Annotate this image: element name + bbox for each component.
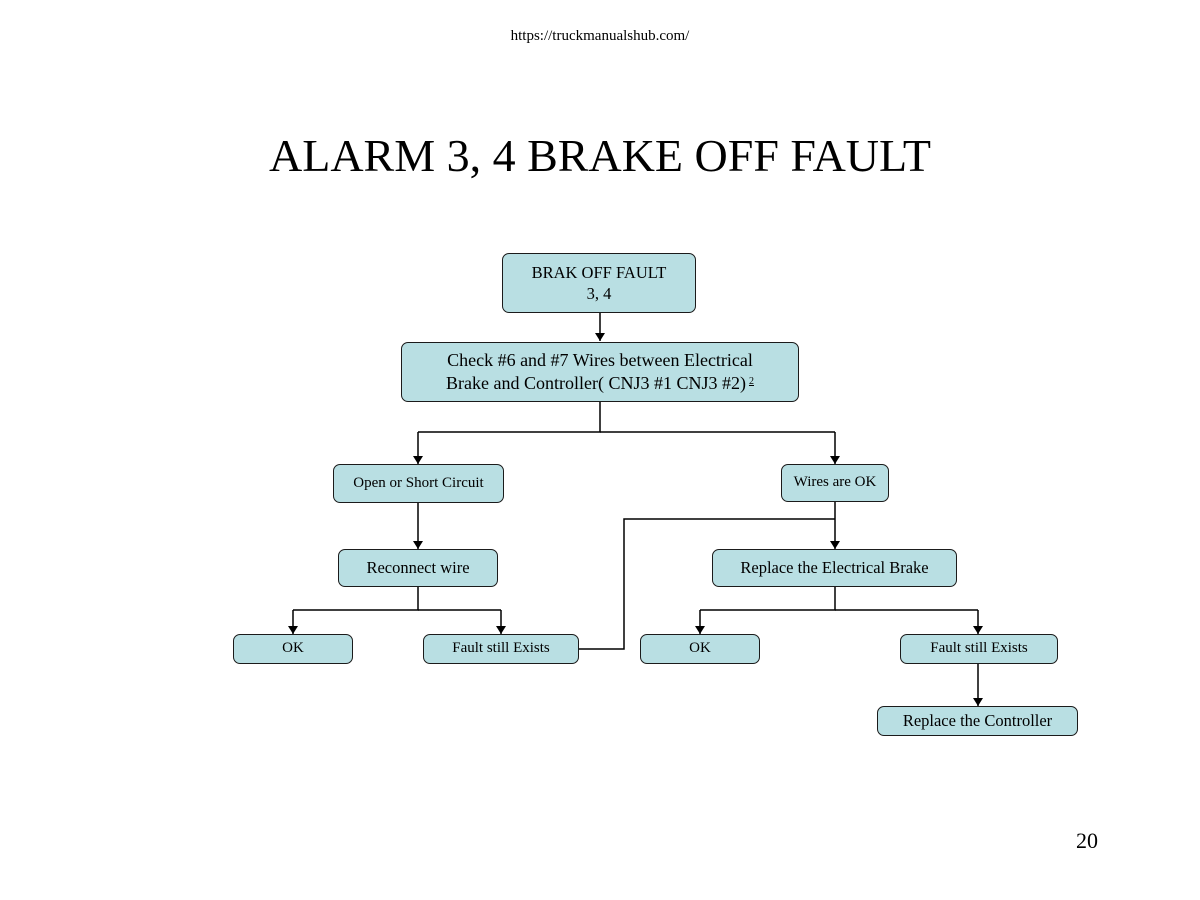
footnote-marker: 2: [748, 376, 754, 387]
node-wires-ok: Wires are OK: [781, 464, 889, 502]
node-check-wires-line2: Brake and Controller( CNJ3 #1 CNJ3 #2): [446, 373, 746, 393]
node-ok-right: OK: [640, 634, 760, 664]
node-replace-controller: Replace the Controller: [877, 706, 1078, 736]
split-line-replace-brake: [700, 587, 836, 611]
page-number: 20: [1076, 828, 1098, 853]
source-url: https://truckmanualshub.com/: [510, 28, 690, 44]
split-line-check: [418, 402, 601, 433]
node-brake-off-fault-line2: 3, 4: [586, 284, 612, 303]
node-check-wires-line2-wrap: Brake and Controller( CNJ3 #1 CNJ3 #2)2: [446, 372, 754, 395]
node-check-wires: Check #6 and #7 Wires between Electrical…: [401, 342, 799, 402]
node-brake-off-fault-line1: BRAK OFF FAULT: [531, 262, 667, 282]
loop-line-fault-to-replace-brake: [579, 518, 835, 650]
node-check-wires-line1: Check #6 and #7 Wires between Electrical: [447, 349, 753, 370]
node-fault-still-exists-left: Fault still Exists: [423, 634, 579, 664]
node-brake-off-fault: BRAK OFF FAULT 3, 4: [502, 253, 696, 313]
node-fault-still-exists-right: Fault still Exists: [900, 634, 1058, 664]
page-title: ALARM 3, 4 BRAKE OFF FAULT: [269, 130, 931, 181]
node-open-short-circuit: Open or Short Circuit: [333, 464, 504, 503]
node-reconnect-wire: Reconnect wire: [338, 549, 498, 587]
node-replace-electrical-brake: Replace the Electrical Brake: [712, 549, 957, 587]
node-ok-left: OK: [233, 634, 353, 664]
split-line-reconnect: [293, 587, 419, 611]
